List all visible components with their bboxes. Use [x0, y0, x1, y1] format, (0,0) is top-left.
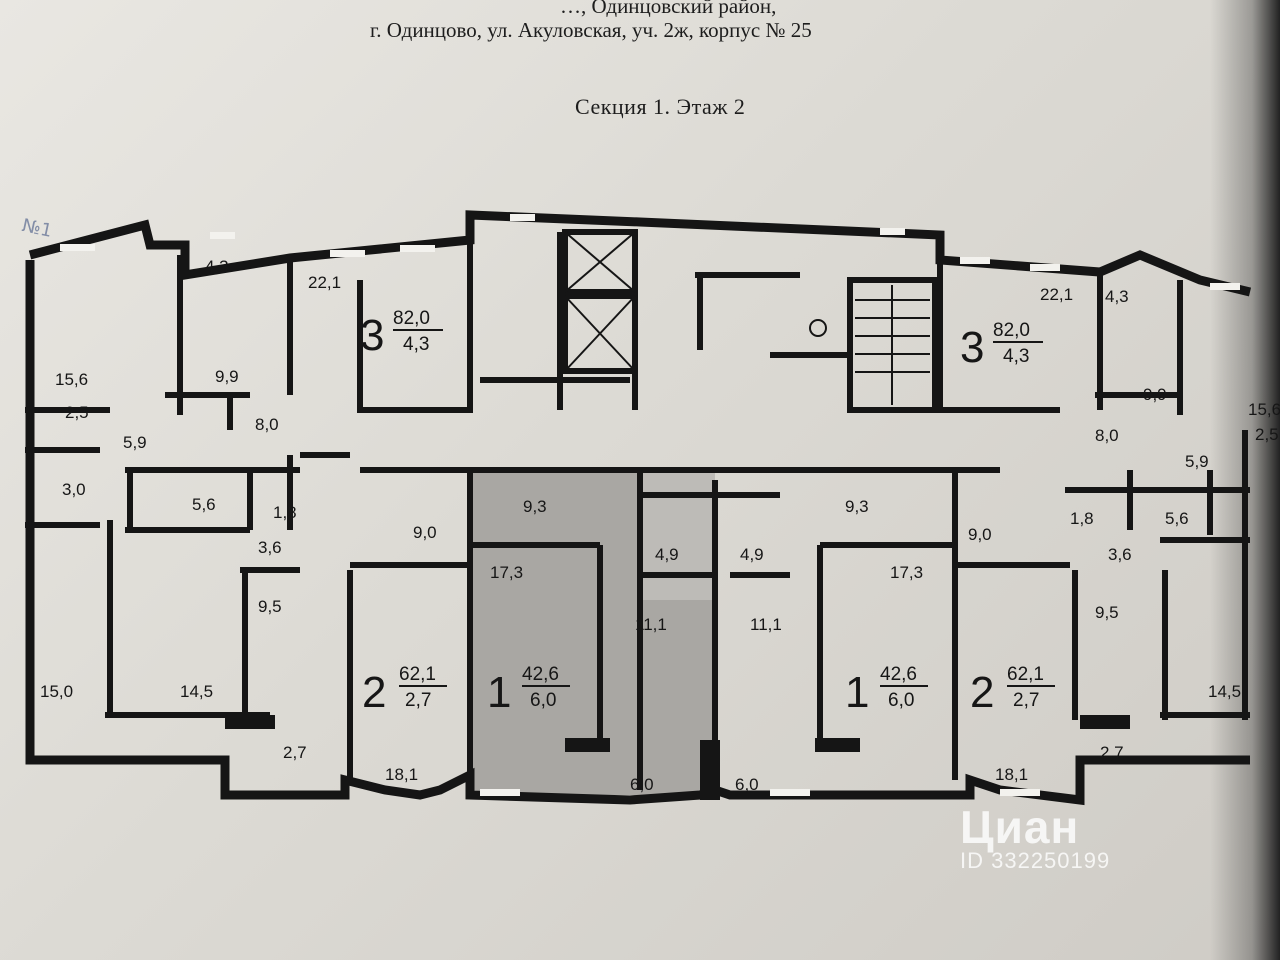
svg-text:1: 1 [487, 668, 511, 717]
window-marks [60, 214, 1240, 796]
room-area: 5,9 [123, 433, 147, 452]
room-area: 4,9 [740, 545, 764, 564]
room-area: 9,3 [523, 497, 547, 516]
watermark-logo: Циан [960, 801, 1080, 853]
apartment-labels: 3 82,0 4,3 3 82,0 4,3 2 62,1 2,7 1 42,6 … [360, 308, 1055, 717]
apartment-label-3-left: 3 82,0 4,3 [360, 308, 443, 360]
room-area: 11,1 [635, 615, 667, 634]
room-area: 9,5 [258, 597, 282, 616]
room-labels: 4,3 22,1 15,6 9,9 2,5 5,9 8,0 3,0 5,6 1,… [40, 257, 1280, 794]
cian-watermark: Циан ID 332250199 [960, 800, 1110, 874]
svg-text:3: 3 [960, 323, 984, 372]
room-area: 5,9 [1185, 452, 1209, 471]
svg-text:82,0: 82,0 [993, 320, 1030, 341]
room-area: 5,6 [1165, 509, 1189, 528]
room-area: 17,3 [490, 563, 523, 582]
room-area: 4,3 [1105, 287, 1129, 306]
svg-text:62,1: 62,1 [1007, 664, 1044, 685]
room-area: 17,3 [890, 563, 923, 582]
svg-text:6,0: 6,0 [888, 690, 914, 711]
svg-text:1: 1 [845, 668, 869, 717]
address-line-1: …, Одинцовский район, [560, 0, 777, 18]
room-area: 1,8 [273, 503, 297, 522]
svg-text:2,7: 2,7 [405, 690, 431, 711]
room-area: 4,3 [205, 257, 229, 276]
room-area: 18,1 [385, 765, 418, 784]
room-area: 4,9 [655, 545, 679, 564]
room-area: 2,5 [65, 403, 89, 422]
room-area: 14,5 [1208, 682, 1241, 701]
room-area: 15,0 [40, 682, 73, 701]
room-area: 1,8 [1070, 509, 1094, 528]
outer-walls [25, 210, 1252, 806]
room-area: 2,7 [1100, 743, 1124, 762]
room-area: 22,1 [1040, 285, 1073, 304]
inner-walls [25, 229, 1250, 800]
room-area: 15,6 [1248, 400, 1280, 419]
room-area: 11,1 [750, 615, 782, 634]
svg-text:42,6: 42,6 [522, 664, 559, 685]
room-area: 8,0 [1095, 426, 1119, 445]
apartment-label-3-right: 3 82,0 4,3 [960, 320, 1043, 372]
svg-text:2,7: 2,7 [1013, 690, 1039, 711]
svg-text:2: 2 [362, 668, 386, 717]
room-area: 9,0 [413, 523, 437, 542]
section-floor-title: Секция 1. Этаж 2 [575, 94, 746, 119]
svg-text:82,0: 82,0 [393, 308, 430, 329]
room-area: 5,6 [192, 495, 216, 514]
room-area: 9,9 [1143, 385, 1167, 404]
room-area: 9,3 [845, 497, 869, 516]
room-area: 3,6 [1108, 545, 1132, 564]
room-area: 22,1 [308, 273, 341, 292]
room-area: 6,0 [630, 775, 654, 794]
room-area: 15,6 [55, 370, 88, 389]
svg-text:42,6: 42,6 [880, 664, 917, 685]
svg-text:2: 2 [970, 668, 994, 717]
svg-text:62,1: 62,1 [399, 664, 436, 685]
room-area: 2,7 [283, 743, 307, 762]
apartment-label-2-left: 2 62,1 2,7 [362, 664, 447, 717]
svg-text:4,3: 4,3 [403, 334, 429, 355]
room-area: 6,0 [735, 775, 759, 794]
svg-text:4,3: 4,3 [1003, 346, 1029, 367]
room-area: 3,0 [62, 480, 86, 499]
room-area: 3,6 [258, 538, 282, 557]
room-area: 8,0 [255, 415, 279, 434]
apartment-label-1-right: 1 42,6 6,0 [845, 664, 928, 717]
room-area: 18,1 [995, 765, 1028, 784]
room-area: 9,9 [215, 367, 239, 386]
room-area: 9,5 [1095, 603, 1119, 622]
stair-elevator-marks [564, 231, 930, 405]
room-area: 9,0 [968, 525, 992, 544]
room-area: 2,5 [1255, 425, 1279, 444]
address-line-2: г. Одинцово, ул. Акуловская, уч. 2ж, кор… [370, 18, 812, 42]
balcony-partitions [225, 715, 1130, 800]
room-area: 14,5 [180, 682, 213, 701]
apartment-label-2-right: 2 62,1 2,7 [970, 664, 1055, 717]
svg-text:6,0: 6,0 [530, 690, 556, 711]
watermark-id: ID 332250199 [960, 848, 1111, 873]
svg-text:3: 3 [360, 311, 384, 360]
apartment-label-1-left: 1 42,6 6,0 [487, 664, 570, 717]
